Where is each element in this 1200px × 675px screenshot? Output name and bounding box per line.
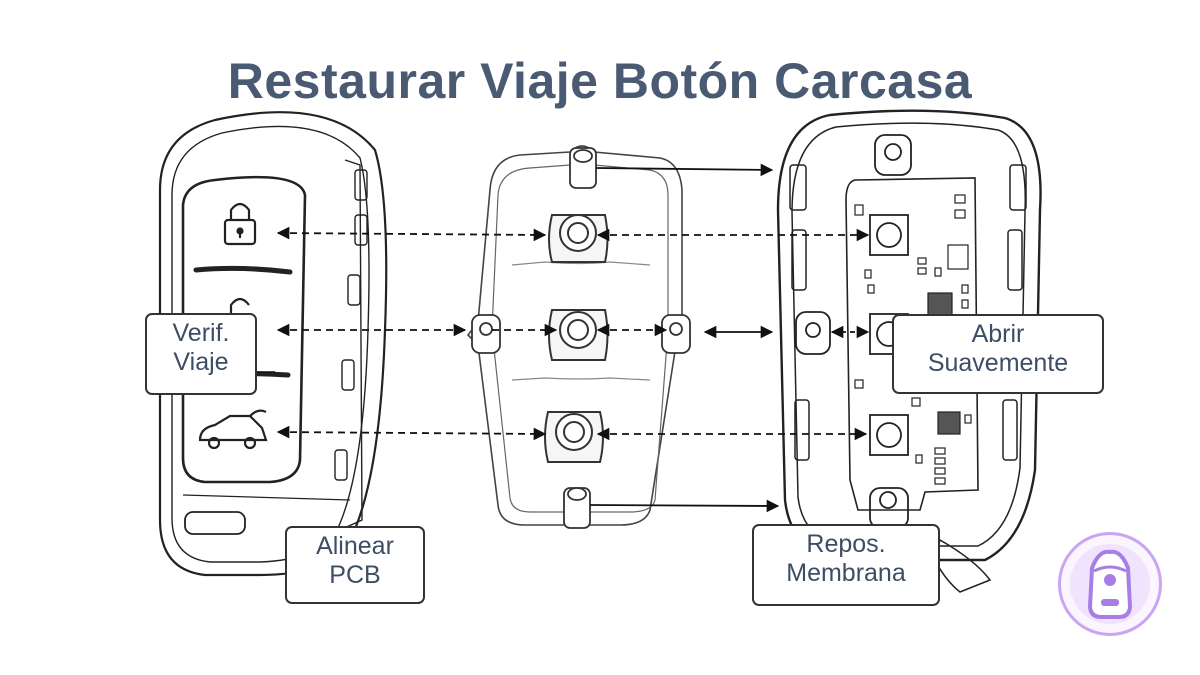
membrane-post-bottom	[563, 487, 591, 529]
key-fob-badge-icon	[1058, 532, 1162, 636]
callout-reseat-membrane: Repos. Membrana	[752, 524, 940, 606]
case-post-bottom	[869, 487, 909, 529]
lock-icon	[223, 202, 257, 246]
arrow-bottom-post	[589, 499, 780, 513]
callout-open-gently: Abrir Suavemente	[892, 314, 1104, 394]
membrane-tab-right	[661, 314, 691, 354]
arrow-fob-to-membrane-1	[276, 226, 547, 242]
arrow-fob-to-membrane-3	[276, 425, 547, 441]
connector-lines	[255, 163, 870, 513]
pcb-components	[854, 194, 972, 485]
membrane-button-1	[548, 214, 609, 263]
membrane-tab-left	[471, 314, 501, 354]
membrane-post-top	[569, 147, 597, 189]
arrow-top-post	[595, 163, 774, 177]
membrane-button-3	[544, 411, 604, 463]
car-trunk-icon	[198, 409, 268, 450]
case-post-top	[874, 134, 912, 176]
case-tab-left	[795, 311, 831, 355]
pcb-board	[845, 177, 979, 511]
membrane-button-2	[548, 309, 609, 361]
key-fob-badge-glyph	[1070, 544, 1150, 624]
assembled-key-fob	[158, 111, 388, 577]
pcb-switch-3	[869, 414, 909, 456]
pcb-switch-1	[869, 214, 909, 256]
page-title: Restaurar Viaje Botón Carcasa	[227, 53, 973, 109]
callout-verify-travel: Verif. Viaje	[145, 313, 257, 395]
unlock-icon	[229, 297, 250, 315]
callout-align-pcb: Alinear PCB	[285, 526, 425, 604]
